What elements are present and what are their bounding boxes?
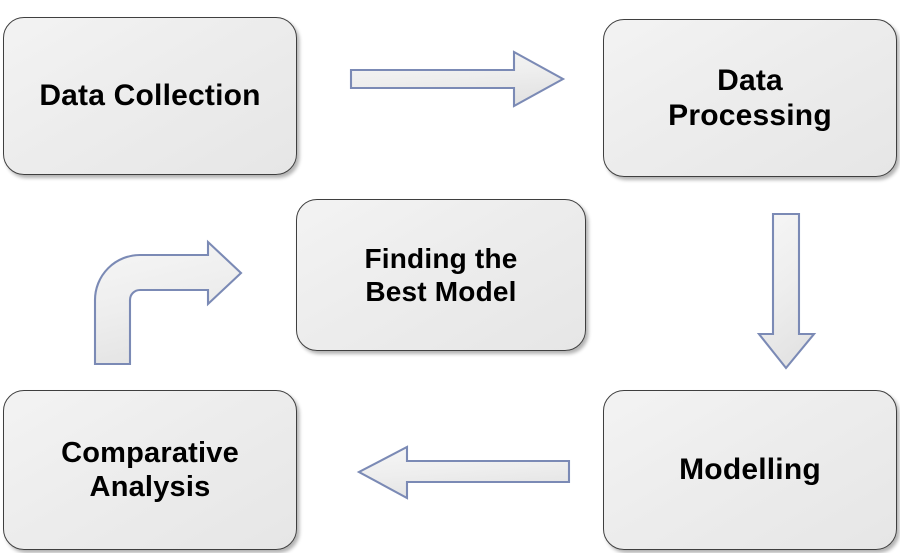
node-modelling[interactable]: Modelling (603, 390, 897, 550)
node-label-data-collection: Data Collection (39, 79, 261, 113)
node-data-collection[interactable]: Data Collection (3, 17, 297, 175)
arrow-right-collection-to-processing-icon (349, 48, 566, 110)
arrow-curved-comparative-to-best-model-icon (92, 239, 244, 366)
node-label-modelling: Modelling (679, 453, 821, 487)
arrow-left-modelling-to-comparative-icon (355, 444, 573, 502)
node-comparative-analysis[interactable]: Comparative Analysis (3, 390, 297, 550)
node-label-comparative-analysis: Comparative Analysis (61, 436, 239, 503)
node-finding-the-best-model[interactable]: Finding the Best Model (296, 199, 586, 351)
arrow-down-processing-to-modelling-icon (756, 210, 817, 372)
node-data-processing[interactable]: Data Processing (603, 19, 897, 177)
node-label-data-processing: Data Processing (668, 63, 832, 132)
node-label-finding-the-best-model: Finding the Best Model (364, 242, 518, 307)
